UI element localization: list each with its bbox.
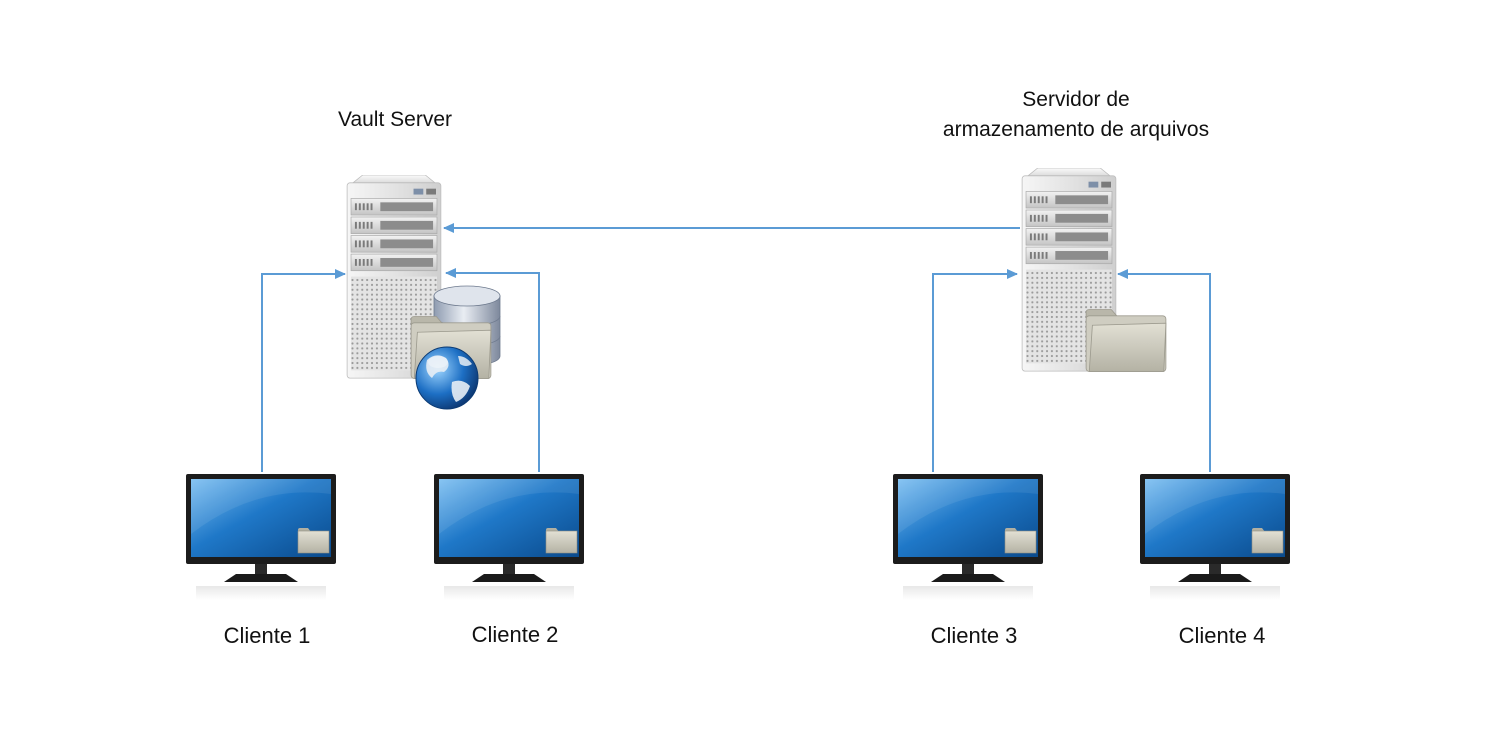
connectors bbox=[261, 223, 1211, 472]
storage-server bbox=[1021, 168, 1167, 372]
vault-server-label: Vault Server bbox=[338, 108, 452, 131]
vault-server bbox=[346, 175, 501, 410]
connector-client2-to-vault bbox=[445, 268, 540, 472]
monitor-icon bbox=[186, 474, 336, 601]
storage-server-label-line2: armazenamento de arquivos bbox=[942, 118, 1210, 141]
monitor-icon bbox=[893, 474, 1043, 601]
client-label-1: Cliente 1 bbox=[223, 623, 311, 648]
monitor-icon bbox=[434, 474, 584, 601]
client-label-2: Cliente 2 bbox=[471, 622, 559, 647]
client-label-3: Cliente 3 bbox=[930, 623, 1018, 648]
globe-icon bbox=[415, 346, 479, 410]
connector-client3-to-storage bbox=[932, 269, 1018, 472]
client-label-4: Cliente 4 bbox=[1178, 623, 1266, 648]
connector-client4-to-storage bbox=[1117, 269, 1211, 472]
connector-client1-to-vault bbox=[261, 269, 346, 472]
storage-server-label: Servidor de armazenamento de arquivos bbox=[900, 85, 1252, 145]
storage-server-label-line1: Servidor de bbox=[1022, 88, 1130, 111]
folder-icon bbox=[1085, 309, 1167, 372]
monitor-icon bbox=[1140, 474, 1290, 601]
